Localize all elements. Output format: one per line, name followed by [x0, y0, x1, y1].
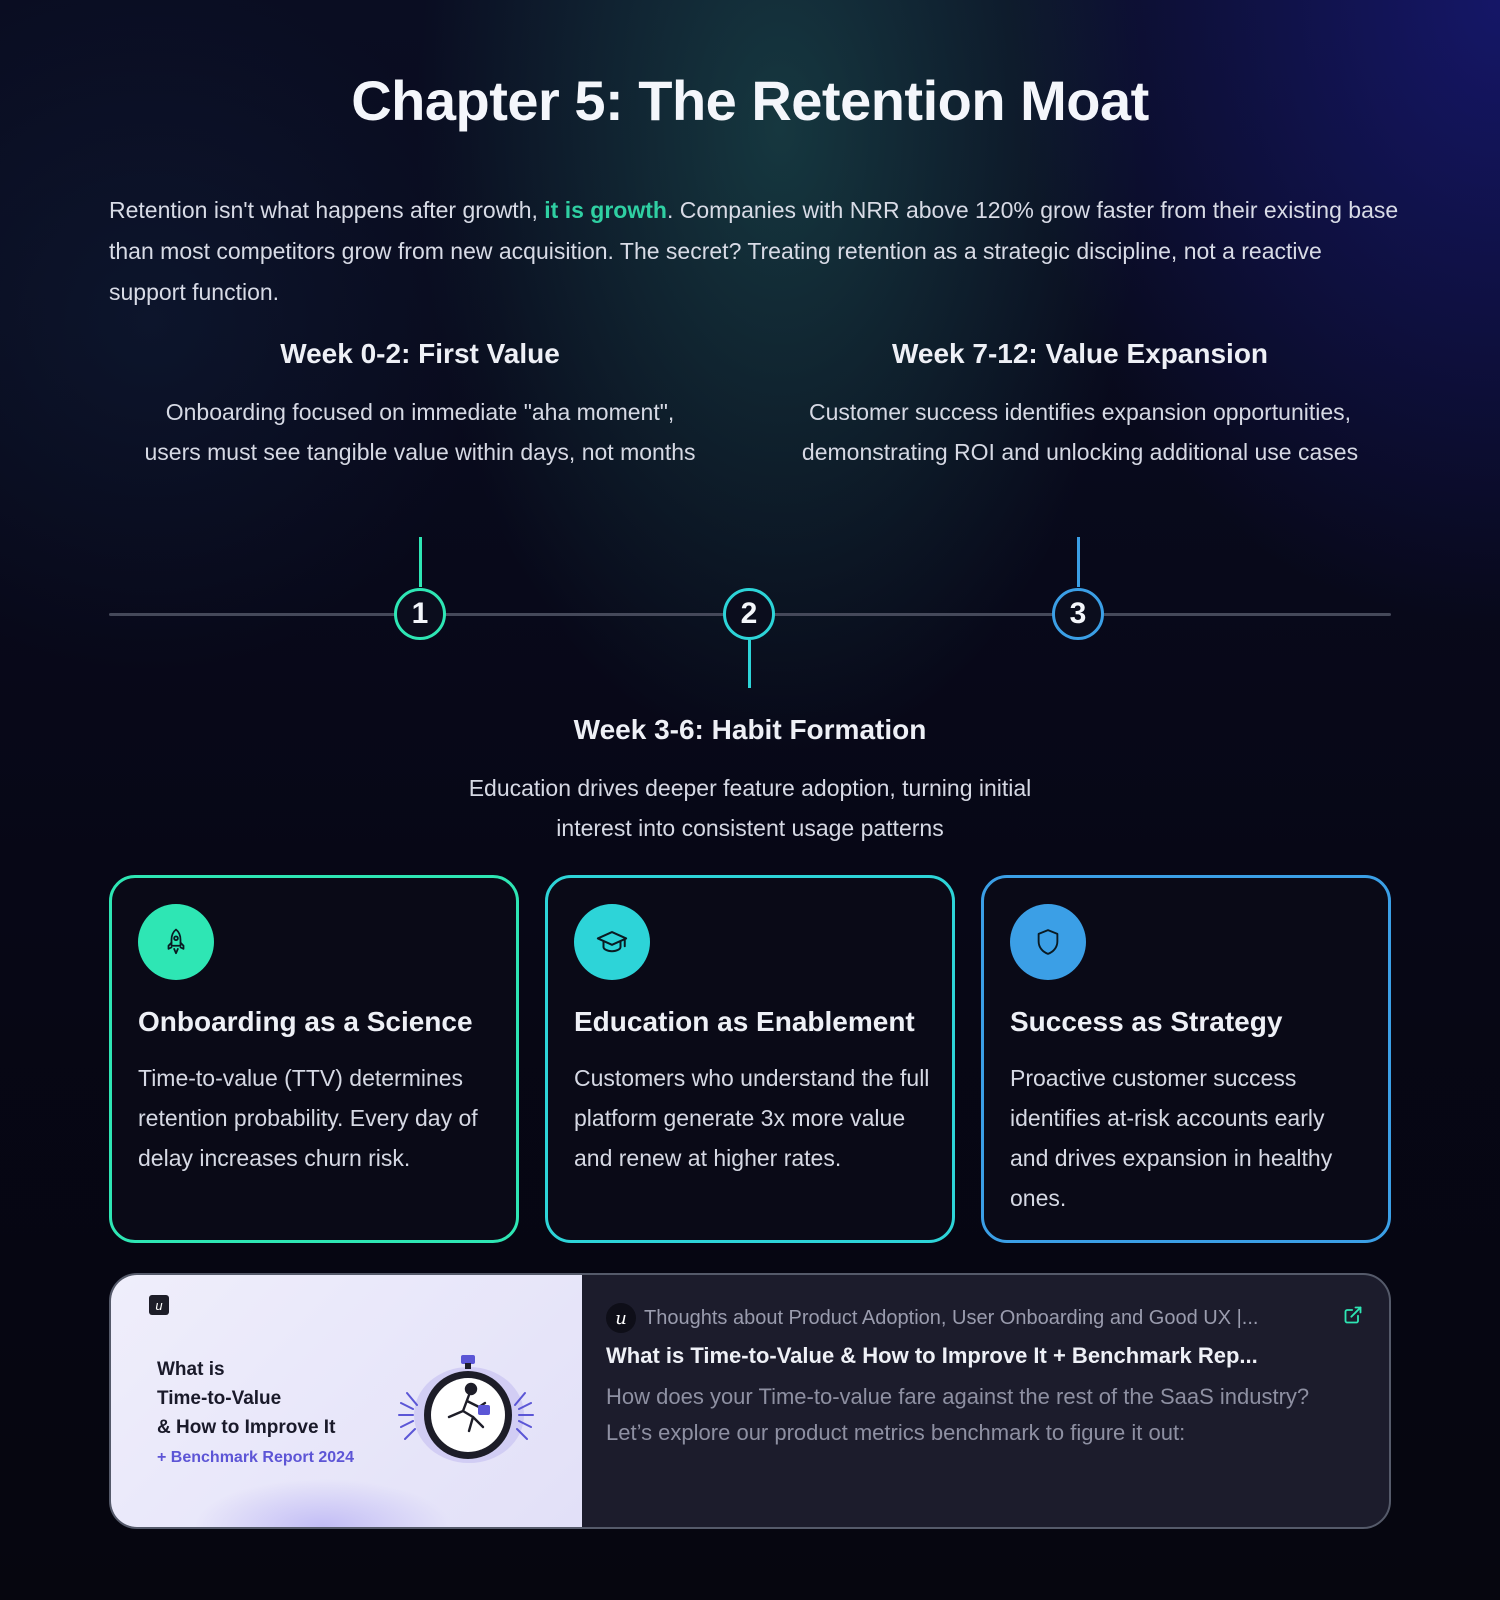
timeline-node-2: 2 [723, 588, 775, 640]
card-title: Onboarding as a Science [138, 1006, 473, 1037]
graduation-cap-icon [574, 904, 650, 980]
link-preview-body[interactable]: u Thoughts about Product Adoption, User … [582, 1275, 1389, 1527]
card-title: Education as Enablement [574, 1006, 915, 1037]
timeline-stem-3 [1077, 537, 1080, 587]
thumbnail-subtitle: + Benchmark Report 2024 [157, 1449, 354, 1466]
link-title[interactable]: What is Time-to-Value & How to Improve I… [606, 1343, 1258, 1368]
timeline-stem-1 [419, 537, 422, 587]
site-favicon-icon: u [606, 1303, 636, 1333]
timeline-step-2: Week 3-6: Habit Formation Education driv… [450, 714, 1050, 848]
card-education: Education as Enablement Customers who un… [545, 875, 955, 1243]
link-preview-card[interactable]: u What is Time-to-Value & How to Improve… [109, 1273, 1391, 1529]
external-link-icon[interactable] [1343, 1305, 1363, 1325]
step-title: Week 0-2: First Value [280, 338, 560, 369]
timeline-node-3: 3 [1052, 588, 1104, 640]
link-preview-thumbnail[interactable]: u What is Time-to-Value & How to Improve… [111, 1275, 582, 1527]
step-title: Week 7-12: Value Expansion [891, 338, 1269, 369]
intro-text-start: Retention isn't what happens after growt… [109, 197, 545, 223]
timeline-node-1: 1 [394, 588, 446, 640]
thumbnail-line: Time-to-Value [157, 1388, 282, 1409]
step-description: Education drives deeper feature adoption… [468, 775, 1032, 841]
thumbnail-line: What is [157, 1359, 225, 1380]
card-success: Success as Strategy Proactive customer s… [981, 875, 1391, 1243]
thumbnail-title: What is Time-to-Value & How to Improve I… [157, 1355, 335, 1442]
intro-text-end: . Companies with NRR above 120% grow fas… [109, 197, 1399, 305]
brand-logo: u [149, 1295, 169, 1315]
intro-paragraph: Retention isn't what happens after growt… [109, 190, 1399, 313]
intro-highlight: it is growth [544, 197, 667, 223]
page-title: Chapter 5: The Retention Moat [351, 69, 1149, 132]
thumbnail-line: & How to Improve It [157, 1417, 336, 1438]
stopwatch-illustration-icon [398, 1355, 534, 1463]
step-description: Onboarding focused on immediate "aha mom… [144, 399, 696, 465]
card-text: Time-to-value (TTV) determines retention… [138, 1065, 478, 1171]
card-text: Customers who understand the full platfo… [574, 1065, 930, 1171]
timeline-step-1: Week 0-2: First Value Onboarding focused… [140, 338, 700, 472]
step-title: Week 3-6: Habit Formation [573, 714, 927, 745]
link-site: u Thoughts about Product Adoption, User … [606, 1303, 1258, 1333]
step-description: Customer success identifies expansion op… [801, 399, 1359, 465]
timeline-step-3: Week 7-12: Value Expansion Customer succ… [800, 338, 1360, 472]
card-onboarding: Onboarding as a Science Time-to-value (T… [109, 875, 519, 1243]
card-text: Proactive customer success identifies at… [1010, 1065, 1333, 1211]
shield-icon [1010, 904, 1086, 980]
site-name: Thoughts about Product Adoption, User On… [644, 1306, 1259, 1329]
rocket-icon [138, 904, 214, 980]
card-title: Success as Strategy [1010, 1006, 1283, 1037]
link-description: How does your Time-to-value fare against… [606, 1384, 1310, 1445]
timeline-stem-2 [748, 640, 751, 688]
